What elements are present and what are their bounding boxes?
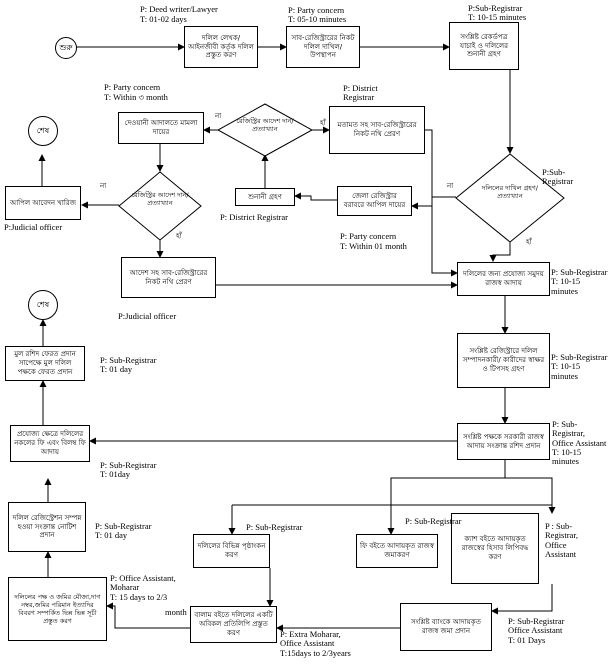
annot-accept-person: P:Sub- Registrar — [542, 167, 574, 187]
annot-deed-prep-time: T: 01-02 days — [140, 14, 187, 24]
annot-notice: P: Sub-Registrar T: 01 day — [95, 521, 152, 541]
decision-district-text: রেজিস্ট্রির আদেশ দান/প্রত্যাখ্যান — [236, 117, 294, 134]
box-notice: দলিল রেজিস্ট্রেশন সম্পন্ন হওয়া সংক্রান্… — [8, 502, 86, 552]
end-node-top: শেষ — [28, 116, 58, 146]
annot-check-person: P:Sub-Registrar — [468, 3, 523, 13]
annot-district-person: P: District Registrar — [343, 83, 378, 103]
label-yes-district: হাঁ — [320, 119, 326, 127]
box-late-fee: প্রযোজ্য ক্ষেত্রে দলিলের নকলের ফি এবং বি… — [10, 425, 90, 462]
box-send-order: আদেশ সহ সাব-রেজিস্ট্রারের নিকট নথি প্রের… — [121, 257, 216, 298]
box-signature: সংশ্লিষ্ট রেজিস্ট্রারে দলিল সম্পাদনকারী/… — [457, 333, 550, 388]
decision-accept-text: দলিলের দাখিল গ্রহণ/ প্রত্যাখ্যান — [482, 184, 538, 201]
box-volume-copy: বালাম বইতে দলিলের একটি অবিকল প্রতিলিপি প… — [190, 606, 277, 643]
box-file-case: দেওয়ানী আদালতে মামলা দায়ের — [118, 112, 204, 144]
annot-case-time: T: Within ৩ month — [104, 92, 168, 102]
decision-accept-diamond — [455, 153, 565, 243]
box-send-with-opinion: মতামত সহ সাব-রেজিস্ট্রারের নিকট নথি প্রে… — [329, 106, 425, 154]
annot-late-fee: P: Sub-Registrar T: 01day — [100, 460, 157, 480]
annot-signature: P: Sub-Registrar T: 10-15 minutes — [551, 352, 608, 381]
annot-deed-prep-person: P: Deed writer/Lawyer — [140, 4, 218, 14]
arrow-accept-no-to-appeal — [411, 196, 456, 210]
annot-volume: P: Extra Moharar, Office Assistant T:15d… — [280, 629, 351, 658]
box-reject-appeal: আপিল আবেদন খারিজ — [5, 186, 81, 220]
annot-receipt: P: Sub- Registrar, Office Assistant T: 1… — [552, 419, 607, 467]
start-node: শুরু — [55, 37, 77, 59]
box-collect-revenue: দলিলের জন্য প্রযোজ্য সমুদয় রাজস্ব আদায় — [457, 262, 550, 296]
label-no-court: না — [100, 182, 107, 190]
annot-case-person: P: Party concern — [104, 82, 161, 92]
box-cash-book: ক্যাশ বইতে আদায়কৃত রাজস্বের হিসাব লিপিব… — [451, 513, 539, 584]
label-no-district: না — [215, 112, 222, 120]
label-yes-accept: হাঁ — [526, 238, 532, 246]
end-node-bottom: শেষ — [28, 290, 58, 320]
annot-check-time: T: 10-15 minutes — [468, 12, 527, 22]
box-index-list: দলিলের পক্ষ ও জমির মৌজা,দাগ নম্বর,জমির প… — [8, 577, 107, 641]
label-no-accept: না — [447, 182, 454, 190]
box-check-records: সংশ্লিষ্ট রেকর্ডপত্র যাচাই ও দলিলের শুনা… — [449, 22, 519, 70]
annot-appeal-time: T: Within 01 month — [340, 241, 407, 251]
annot-endorse: P: Sub-Registrar — [246, 522, 303, 532]
annot-appeal-person: P: Party concern — [340, 231, 397, 241]
annot-collect: P: Sub-Registrar T: 10-15 minutes — [551, 267, 608, 296]
decision-court-text: রেজিস্ট্রির আদেশ দান/প্রত্যাখ্যান — [131, 191, 189, 208]
annot-bank: P: Sub-Registrar Office Assistant T: 01 … — [508, 616, 565, 645]
box-receipt: সংশ্লিষ্ট পক্ষকে সরকারী রাজস্ব আদায় সংক… — [457, 423, 550, 460]
box-endorse: দলিলের বিভিন্ন পৃষ্ঠাংকন করণ — [193, 534, 270, 568]
box-appeal-district: জেলা রেজিস্ট্রার বরাবরে আপিল দায়ের — [337, 186, 412, 216]
annot-submit-time: T: 05-10 minutes — [288, 14, 347, 24]
annot-cash: P : Sub- Registrar, Office Assistant — [545, 521, 578, 560]
box-bank-deposit: সংশ্লিষ্ট ব্যাংকে আদায়কৃত রাজস্ব জমা প্… — [400, 603, 492, 651]
box-hearing: শুনানী গ্রহণ — [235, 188, 295, 206]
annot-judicial-bottom: P:Judicial officer — [118, 311, 177, 321]
arrow-accept-yes-to-collect — [489, 242, 511, 262]
annot-district-hearing: P: District Registrar — [220, 212, 288, 222]
branch-line — [232, 477, 553, 506]
box-return-deed: মুল রশিদ ফেরত প্রদান সাপেক্ষে মুল দলিল প… — [5, 346, 85, 381]
annot-judicial-left: P:Judicial officer — [4, 222, 63, 232]
annot-fee: P: Sub-Registrar — [405, 516, 462, 526]
annot-index: P: Office Assistant, Moharar T: 15 days … — [110, 573, 176, 602]
arrow-volume-to-index — [106, 602, 190, 629]
annot-submit-person: P: Party concern — [288, 5, 345, 15]
arrow-cash-to-bank — [491, 584, 553, 615]
decision-district-diamond — [216, 103, 314, 157]
box-submit-deed: সাব-রেজিস্ট্রারের নিকট দলিল দাখিল/ উপস্থ… — [286, 26, 360, 68]
decision-court-diamond — [118, 171, 202, 241]
annot-return: P: Sub-Registrar T: 01 day — [100, 355, 157, 375]
arrow-send-to-collect — [425, 129, 458, 277]
annot-index-month: month — [165, 607, 187, 617]
box-fee-deposit: ফি বইতে আদায়কৃত রাজস্ব জমাকরণ — [356, 534, 438, 568]
label-yes-court: হাঁ — [176, 232, 182, 240]
box-deed-prep: দলিল লেখক/ আইনজীবী কর্তৃক দলিল প্রস্তুত … — [184, 26, 258, 68]
arrow-appeal-to-hearing — [294, 192, 337, 201]
